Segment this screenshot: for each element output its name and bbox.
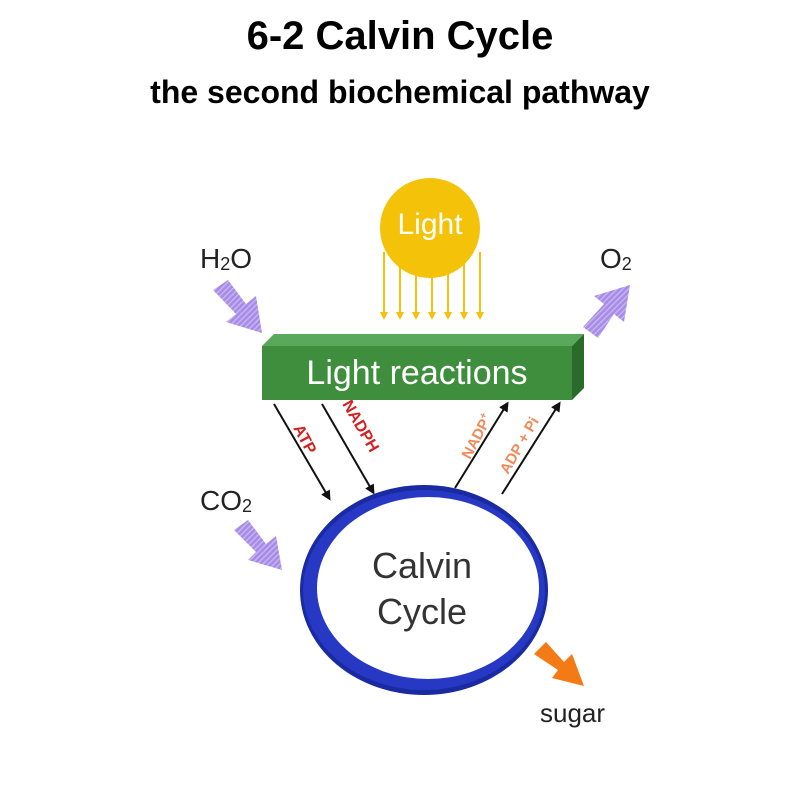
co2-input-arrow xyxy=(234,520,282,570)
water-label: H2O xyxy=(200,243,252,274)
co2-label: CO2 xyxy=(200,485,252,516)
sugar-label: sugar xyxy=(540,698,605,728)
oxygen-main: O xyxy=(600,243,622,274)
co2-main: CO xyxy=(200,485,242,516)
page-subtitle: the second biochemical pathway xyxy=(150,74,650,110)
light-reactions-box xyxy=(262,334,584,400)
page-title: 6-2 Calvin Cycle xyxy=(246,14,554,58)
calvin-cycle-ring xyxy=(300,485,548,695)
nadp-label: NADP+ xyxy=(458,411,497,462)
water-input-arrow xyxy=(213,280,262,333)
calvin-label-line2: Cycle xyxy=(377,591,467,632)
light-reactions-label: Light reactions xyxy=(306,354,527,392)
calvin-label-line1: Calvin xyxy=(372,545,472,586)
water-subscript: 2 xyxy=(220,254,230,274)
nadph-arrow xyxy=(321,403,375,495)
co2-subscript: 2 xyxy=(242,496,252,516)
adp-arrow xyxy=(501,401,561,495)
water-end: O xyxy=(230,243,252,274)
light-label: Light xyxy=(397,208,463,241)
nadp-main: NADP xyxy=(459,416,494,462)
water-main: H xyxy=(200,243,220,274)
sugar-output-arrow xyxy=(534,642,584,686)
nadph-label: NADPH xyxy=(339,398,382,456)
nadp-superscript: + xyxy=(478,411,491,421)
oxygen-label: O2 xyxy=(600,243,632,274)
nadp-arrow xyxy=(454,401,509,489)
atp-arrow xyxy=(273,403,331,501)
oxygen-output-arrow xyxy=(583,285,630,338)
sun-icon xyxy=(380,178,484,320)
oxygen-subscript: 2 xyxy=(622,254,632,274)
